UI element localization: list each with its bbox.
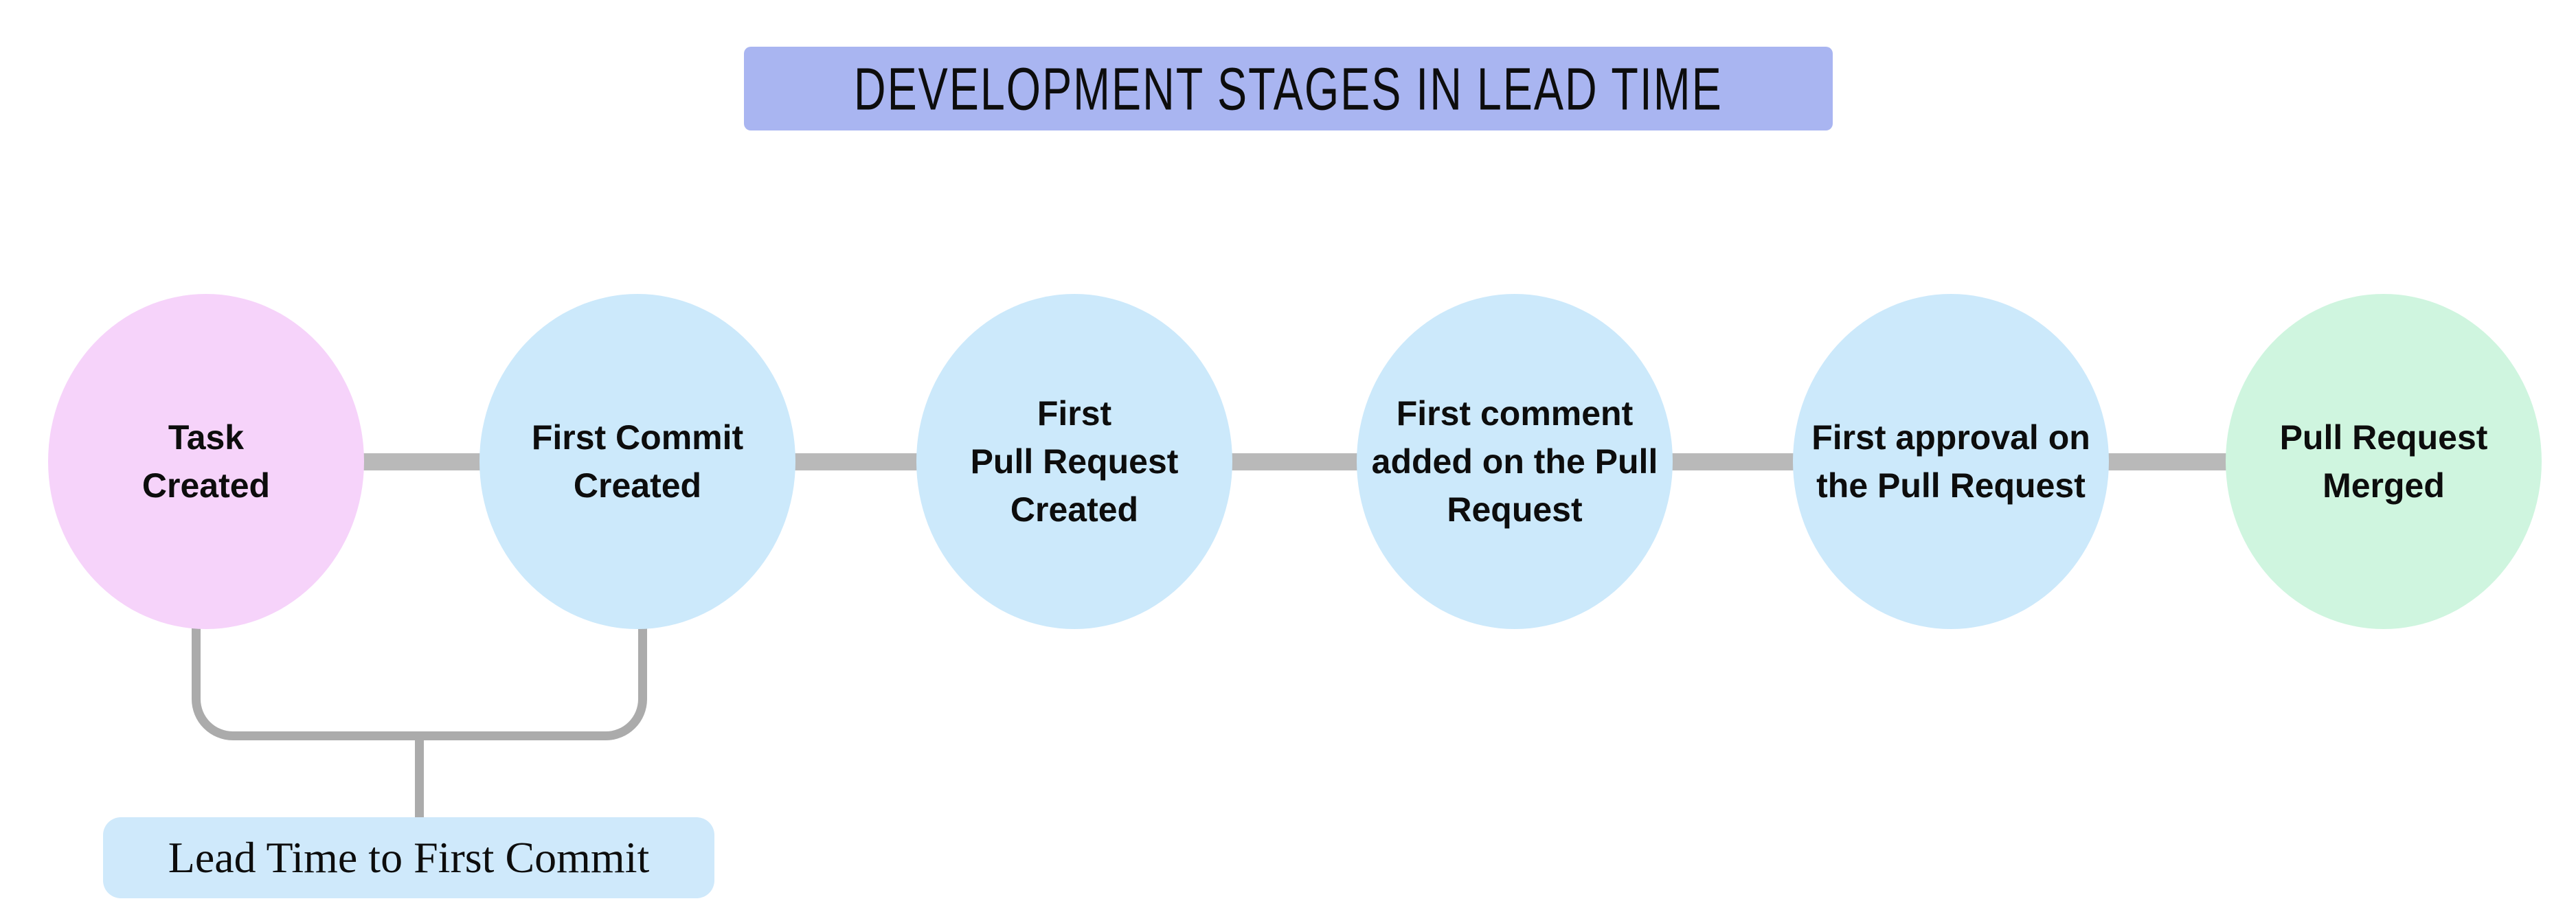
diagram-title: DEVELOPMENT STAGES IN LEAD TIME xyxy=(854,55,1723,122)
stage-node-first-comment-added: First comment added on the Pull Request xyxy=(1357,294,1673,629)
lead-time-bracket-stem xyxy=(415,739,424,819)
stage-label: Pull Request Merged xyxy=(2279,418,2488,505)
stage-label: First comment added on the Pull Request xyxy=(1371,394,1658,529)
lead-time-annotation: Lead Time to First Commit xyxy=(103,817,714,898)
stage-node-first-pull-request-created: First Pull Request Created xyxy=(916,294,1232,629)
stage-label: First Pull Request Created xyxy=(970,394,1179,529)
stage-node-first-approval: First approval on the Pull Request xyxy=(1793,294,2109,629)
stage-label: First approval on the Pull Request xyxy=(1811,418,2090,505)
stage-label: First Commit Created xyxy=(531,418,744,505)
diagram-title-banner: DEVELOPMENT STAGES IN LEAD TIME xyxy=(744,47,1833,130)
lead-time-bracket xyxy=(192,626,647,740)
stage-label: Task Created xyxy=(142,418,271,505)
stage-node-first-commit-created: First Commit Created xyxy=(479,294,795,629)
stage-node-pull-request-merged: Pull Request Merged xyxy=(2226,294,2542,629)
stage-node-task-created: Task Created xyxy=(48,294,364,629)
lead-time-annotation-label: Lead Time to First Commit xyxy=(168,833,650,882)
